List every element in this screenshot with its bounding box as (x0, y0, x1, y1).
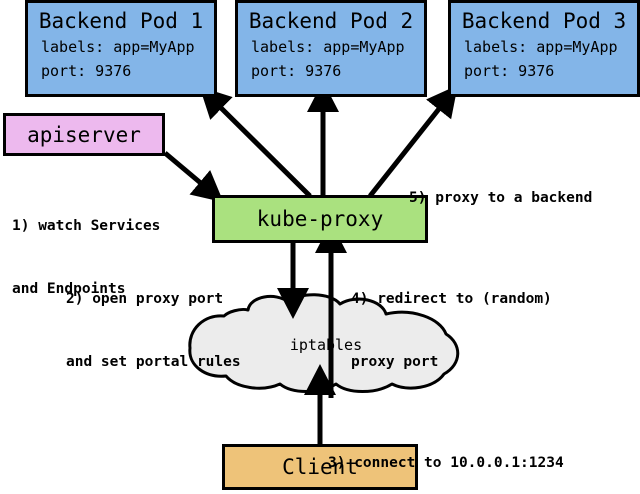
backend-pod-1-title: Backend Pod 1 (38, 9, 204, 33)
step-4-line-1: 4) redirect to (random) (351, 291, 552, 307)
step-3-label: 3) connect to 10.0.0.1:1234 (328, 411, 564, 494)
step-3-line-1: 3) connect to 10.0.0.1:1234 (328, 455, 564, 471)
step-2-label: 2) open proxy port and set portal rules (66, 247, 241, 415)
apiserver-title: apiserver (27, 122, 141, 147)
backend-pod-2-labels: labels: app=MyApp (251, 38, 405, 56)
iptables-label: iptables (289, 336, 363, 354)
node-kube-proxy[interactable]: kube-proxy (212, 195, 428, 243)
client-title: Client (282, 455, 358, 479)
iptables-cloud-shape (188, 293, 460, 393)
backend-pod-1-port: port: 9376 (41, 62, 132, 80)
node-backend-pod-2[interactable]: Backend Pod 2 labels: app=MyApp port: 93… (235, 0, 427, 97)
backend-pod-3-port: port: 9376 (464, 62, 555, 80)
node-apiserver[interactable]: apiserver (3, 113, 165, 156)
backend-pod-2-port: port: 9376 (251, 62, 342, 80)
step-4-line-2: proxy port (351, 354, 439, 370)
step-1-line-1: 1) watch Services (12, 218, 161, 234)
arrow-kubeproxy-to-pod1 (199, 86, 312, 198)
step-1-label: 1) watch Services and Endpoints (12, 174, 160, 342)
arrow-kubeproxy-to-pod3 (368, 85, 458, 198)
backend-pod-2-title: Backend Pod 2 (248, 9, 414, 33)
step-2-line-1: 2) open proxy port (66, 291, 224, 307)
node-backend-pod-3[interactable]: Backend Pod 3 labels: app=MyApp port: 93… (448, 0, 640, 97)
kube-proxy-title: kube-proxy (256, 207, 384, 231)
arrow-apiserver-to-kubeproxy (163, 151, 224, 203)
node-client[interactable]: Client (222, 444, 418, 490)
step-4-label: 4) redirect to (random) proxy port (351, 247, 552, 415)
backend-pod-1-labels: labels: app=MyApp (41, 38, 195, 56)
step-2-line-2: and set portal rules (66, 354, 241, 370)
backend-pod-3-title: Backend Pod 3 (461, 9, 627, 33)
step-5-line-1: 5) proxy to a backend (409, 190, 593, 206)
step-1-line-2: and Endpoints (12, 281, 126, 297)
backend-pod-3-labels: labels: app=MyApp (464, 38, 618, 56)
step-5-label: 5) proxy to a backend (409, 146, 592, 251)
node-backend-pod-1[interactable]: Backend Pod 1 labels: app=MyApp port: 93… (25, 0, 217, 97)
